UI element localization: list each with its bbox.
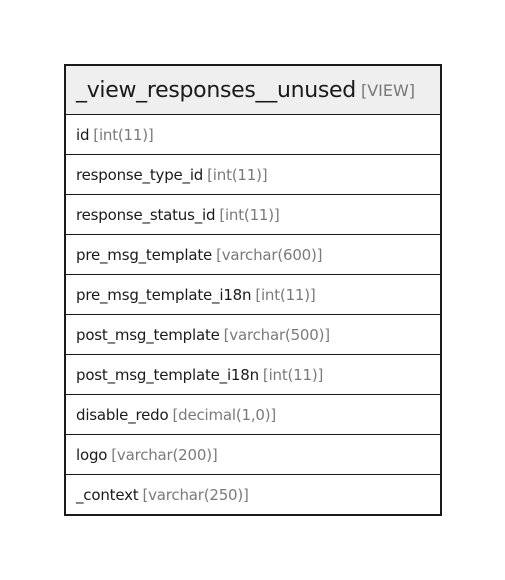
entity-kind-tag: [VIEW]: [360, 80, 416, 100]
column-row-context: _context [varchar(250)]: [66, 474, 440, 514]
entity-header: _view_responses__unused [VIEW]: [66, 66, 440, 115]
column-type: [varchar(500)]: [223, 325, 330, 344]
column-name: post_msg_template: [76, 325, 220, 344]
view-entity-box: _view_responses__unused [VIEW] id [int(1…: [64, 64, 442, 516]
column-name: response_status_id: [76, 205, 216, 224]
column-name: pre_msg_template: [76, 245, 213, 264]
column-row-id: id [int(11)]: [66, 115, 440, 154]
column-row-disable-redo: disable_redo [decimal(1,0)]: [66, 394, 440, 434]
column-type: [int(11)]: [255, 285, 316, 304]
entity-name: _view_responses__unused: [76, 77, 356, 103]
column-row-logo: logo [varchar(200)]: [66, 434, 440, 474]
column-list: id [int(11)] response_type_id [int(11)] …: [66, 115, 440, 514]
column-name: pre_msg_template_i18n: [76, 285, 252, 304]
column-name: response_type_id: [76, 165, 204, 184]
column-name: _context: [76, 485, 139, 504]
column-type: [int(11)]: [262, 365, 324, 384]
column-type: [varchar(200)]: [111, 445, 218, 464]
column-name: id: [76, 125, 90, 144]
column-name: logo: [76, 445, 108, 464]
column-row-response-type-id: response_type_id [int(11)]: [66, 154, 440, 194]
column-type: [varchar(600)]: [216, 245, 323, 264]
column-row-post-msg-template-i18n: post_msg_template_i18n [int(11)]: [66, 354, 440, 394]
column-name: post_msg_template_i18n: [76, 365, 259, 384]
column-row-pre-msg-template: pre_msg_template [varchar(600)]: [66, 234, 440, 274]
column-type: [int(11)]: [219, 205, 280, 224]
column-type: [int(11)]: [207, 165, 268, 184]
column-name: disable_redo: [76, 405, 169, 424]
column-type: [decimal(1,0)]: [172, 405, 277, 424]
column-row-response-status-id: response_status_id [int(11)]: [66, 194, 440, 234]
column-type: [int(11)]: [93, 125, 154, 144]
column-type: [varchar(250)]: [142, 485, 249, 504]
column-row-post-msg-template: post_msg_template [varchar(500)]: [66, 314, 440, 354]
column-row-pre-msg-template-i18n: pre_msg_template_i18n [int(11)]: [66, 274, 440, 314]
